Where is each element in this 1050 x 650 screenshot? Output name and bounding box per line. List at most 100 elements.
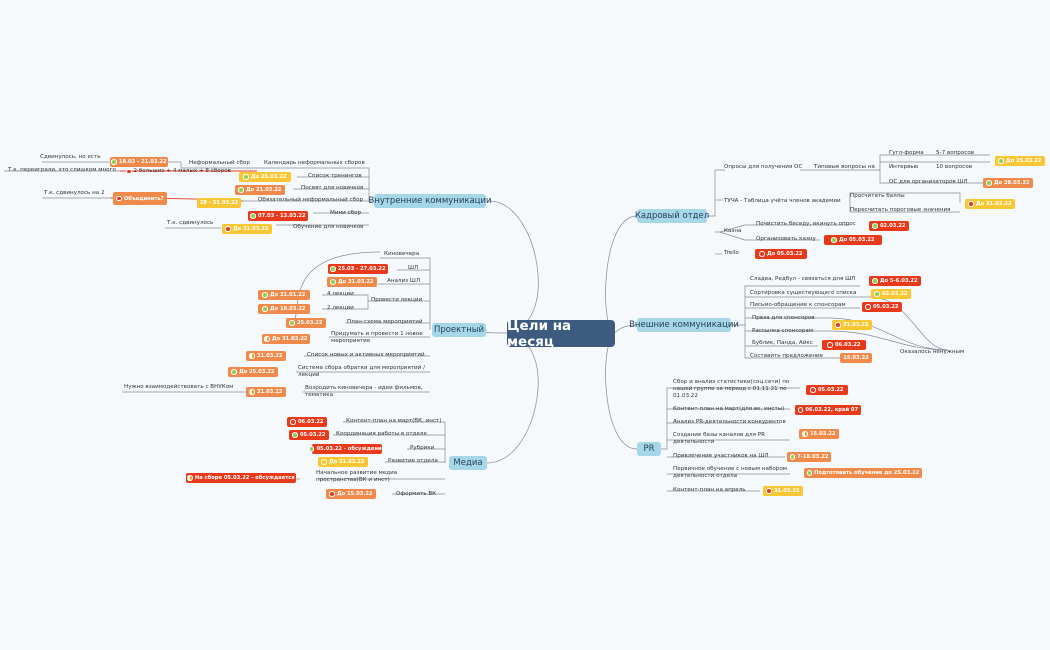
deadline-badge[interactable]: 06.03.22 <box>822 340 866 350</box>
topic-feedback[interactable]: Система сбора обратки для мероприятий / … <box>298 365 425 378</box>
topic-lect4[interactable]: 4.лекции <box>327 291 354 297</box>
deadline-badge[interactable]: Подготовить обучение до 25.03.22 <box>804 468 922 478</box>
topic-recount[interactable]: Пересчитать пороговые значения <box>850 207 951 213</box>
topic-count[interactable]: Просчитать баллы <box>850 193 905 199</box>
topic-content-march[interactable]: Контент-план на март(ВК, инст) <box>346 418 442 424</box>
topic-os-org[interactable]: ОС для организаторов ШЛ <box>889 179 968 185</box>
branch-project[interactable]: Проектный <box>432 323 486 337</box>
topic-sladya[interactable]: Сладва, Редбул - связаться для ШЛ <box>750 276 856 282</box>
deadline-badge[interactable]: 31.03.22 <box>832 320 872 330</box>
topic-surveys[interactable]: Опросы для получения ОС <box>724 164 803 170</box>
deadline-badge[interactable]: 06.03.22 <box>287 417 327 427</box>
branch-media[interactable]: Медиа <box>449 456 487 470</box>
topic-letter[interactable]: Письмо-обращение к спонсорам <box>750 302 846 308</box>
deadline-badge[interactable]: 31.03.22 <box>763 486 803 496</box>
topic-informal[interactable]: Неформальный сбор <box>189 160 250 166</box>
topic-trello[interactable]: Trello <box>724 250 739 256</box>
deadline-badge[interactable]: До 05.03.22 <box>755 249 807 259</box>
topic-tucha[interactable]: ТУЧА - Таблица учёта членов академии <box>724 198 841 204</box>
topic-mandatory[interactable]: Обязательный неформальный сбор <box>258 197 364 203</box>
deadline-badge[interactable]: До 18.03.22 <box>258 304 310 314</box>
topic-lect2[interactable]: 2.лекции <box>327 305 354 311</box>
deadline-badge[interactable]: До 25.03.22 <box>228 367 278 377</box>
deadline-badge[interactable]: До 5-6.03.22 <box>869 276 921 286</box>
topic-google[interactable]: Гугл-форма <box>889 150 924 156</box>
deadline-badge[interactable]: До 21.03.22 <box>235 185 285 195</box>
topic-pr-training[interactable]: Первичное обучение с новым набором деяте… <box>673 466 787 479</box>
deadline-badge[interactable]: До 31.03.22 <box>318 457 368 467</box>
deadline-badge[interactable]: 06.03.22, край 07 <box>795 405 861 415</box>
topic-pr-base[interactable]: Создание базы каналов для PR деятельност… <box>673 432 765 445</box>
topic-pr-attract[interactable]: Привлечение участников на ШЛ <box>673 453 769 459</box>
topic-initial[interactable]: Начальное развитие медиа пространства(ВК… <box>316 470 398 483</box>
deadline-badge[interactable]: 18.03 - 21.03.22 <box>110 157 168 167</box>
topic-pr-content[interactable]: Контент-план на март(для вк, инсты) <box>673 406 785 412</box>
deadline-badge[interactable]: 15.03.22 <box>840 353 872 363</box>
topic-mini[interactable]: Мини сбор <box>330 210 362 216</box>
topic-bublik[interactable]: Бублик, Панда, Айкс <box>752 340 813 346</box>
deadline-badge[interactable]: До 31.03.22 <box>965 199 1015 209</box>
topic-newbies-visit[interactable]: Посвят для новичков <box>301 185 364 191</box>
deadline-badge[interactable]: 05.03.22 <box>806 385 848 395</box>
deadline-badge[interactable]: До 31.03.22 <box>327 277 377 287</box>
deadline-badge[interactable]: 25.03.22 <box>286 318 326 328</box>
topic-coord[interactable]: Координация работы в отделе <box>336 431 427 437</box>
deadline-badge[interactable]: 03.03.22 <box>871 289 911 299</box>
deadline-badge[interactable]: 05.03.22 <box>862 302 902 312</box>
topic-lectures[interactable]: Провести лекции <box>371 297 423 303</box>
topic-q10[interactable]: 10 вопросов <box>936 164 973 170</box>
topic-pr-april[interactable]: Контент-план на апрель <box>673 487 746 493</box>
deadline-badge[interactable]: На сборе 05.03.22 - обсуждается <box>186 473 296 483</box>
deadline-badge[interactable]: До 31.01.22 <box>258 290 310 300</box>
deadline-badge[interactable]: 7-18.03.22 <box>787 452 831 462</box>
topic-kazna[interactable]: Казна <box>724 228 742 234</box>
topic-invent[interactable]: Придумать и провести 1 новое мероприятие <box>331 331 423 344</box>
deadline-badge[interactable]: 25.03 - 27.03.22 <box>328 264 388 274</box>
branch-pr[interactable]: PR <box>637 442 661 456</box>
topic-preza[interactable]: Преза для спонсоров <box>752 315 815 321</box>
deadline-badge[interactable]: До 28.03.22 <box>983 178 1033 188</box>
deadline-badge[interactable]: До 25.03.22 <box>239 172 291 182</box>
topic-pr-analysis[interactable]: Анализ PR-деятельности конкурентов <box>673 419 786 425</box>
topic-revive[interactable]: Возродить киновечера - идеи фильмов, тем… <box>305 385 423 398</box>
deadline-badge[interactable]: 02.03.22 <box>869 221 909 231</box>
topic-plan[interactable]: План-схема мероприятий <box>347 319 423 325</box>
branch-hr[interactable]: Кадровый отдел <box>634 209 710 223</box>
deadline-badge[interactable]: До 15.03.22 <box>326 489 376 499</box>
deadline-badge[interactable]: До 31.03.22 <box>222 224 272 234</box>
deadline-badge[interactable]: До 31.03.22 <box>262 334 310 344</box>
topic-design[interactable]: Оформить ВК <box>396 491 437 497</box>
topic-calendar[interactable]: Календарь неформальных сборов <box>264 160 365 166</box>
deadline-badge[interactable]: 15.03.22 <box>799 429 839 439</box>
topic-compose[interactable]: Составить предложение <box>750 353 824 359</box>
topic-sort[interactable]: Сортировка существующего списка <box>750 290 857 296</box>
topic-develop[interactable]: Развитие отдела <box>388 458 438 464</box>
topic-organize[interactable]: Организовать казну <box>756 236 816 242</box>
central-topic[interactable]: Цели на месяц <box>507 318 615 350</box>
branch-external-communications[interactable]: Внешние коммуникации <box>629 318 739 332</box>
deadline-badge[interactable]: До 25.03.22 <box>995 156 1045 166</box>
topic-rassylka[interactable]: Рассылка спонсорам <box>752 328 814 334</box>
topic-stats[interactable]: Сбор и анализ статистики(соц.сети) по на… <box>673 379 790 399</box>
topic-list-new[interactable]: Список новых и активных мероприятий <box>307 352 425 358</box>
topic-typical[interactable]: Типовые вопросы на <box>814 164 875 170</box>
topic-training[interactable]: Обучение для новичков <box>293 224 364 230</box>
topic-rubrics[interactable]: Рубрики <box>410 445 435 451</box>
deadline-badge[interactable]: 05.03.22 - обсуждение <box>308 444 385 454</box>
branch-internal-communications[interactable]: Внутренние коммуникации <box>368 194 492 208</box>
topic-trainers[interactable]: Список тренингов <box>308 173 362 179</box>
topic-analysis-shl[interactable]: Анализ ШЛ <box>387 278 421 284</box>
deadline-badge[interactable]: 05.03.22 <box>289 430 329 440</box>
merge-question-badge[interactable]: Объединить? <box>113 192 167 205</box>
deadline-badge[interactable]: 31.03.22 <box>246 387 286 397</box>
topic-kino[interactable]: Киновечера <box>384 251 420 257</box>
topic-shl[interactable]: ШЛ <box>408 265 419 271</box>
deadline-badge[interactable]: До 05.03.22 <box>824 235 882 245</box>
deadline-badge[interactable]: 31.03.22 <box>246 351 286 361</box>
topic-clean[interactable]: Почистить беседу, вкинуть опрос <box>756 221 856 227</box>
deadline-badge[interactable]: 07.03 - 13.03.22 <box>248 211 308 221</box>
topic-interview[interactable]: Интервью <box>889 164 919 170</box>
topic-big-small[interactable]: 2 больших + 4 малых + 8 сборов <box>126 168 231 175</box>
topic-q57[interactable]: 5-7 вопросов <box>936 150 975 156</box>
deadline-badge[interactable]: 28 - 31.03.22 <box>197 198 241 208</box>
